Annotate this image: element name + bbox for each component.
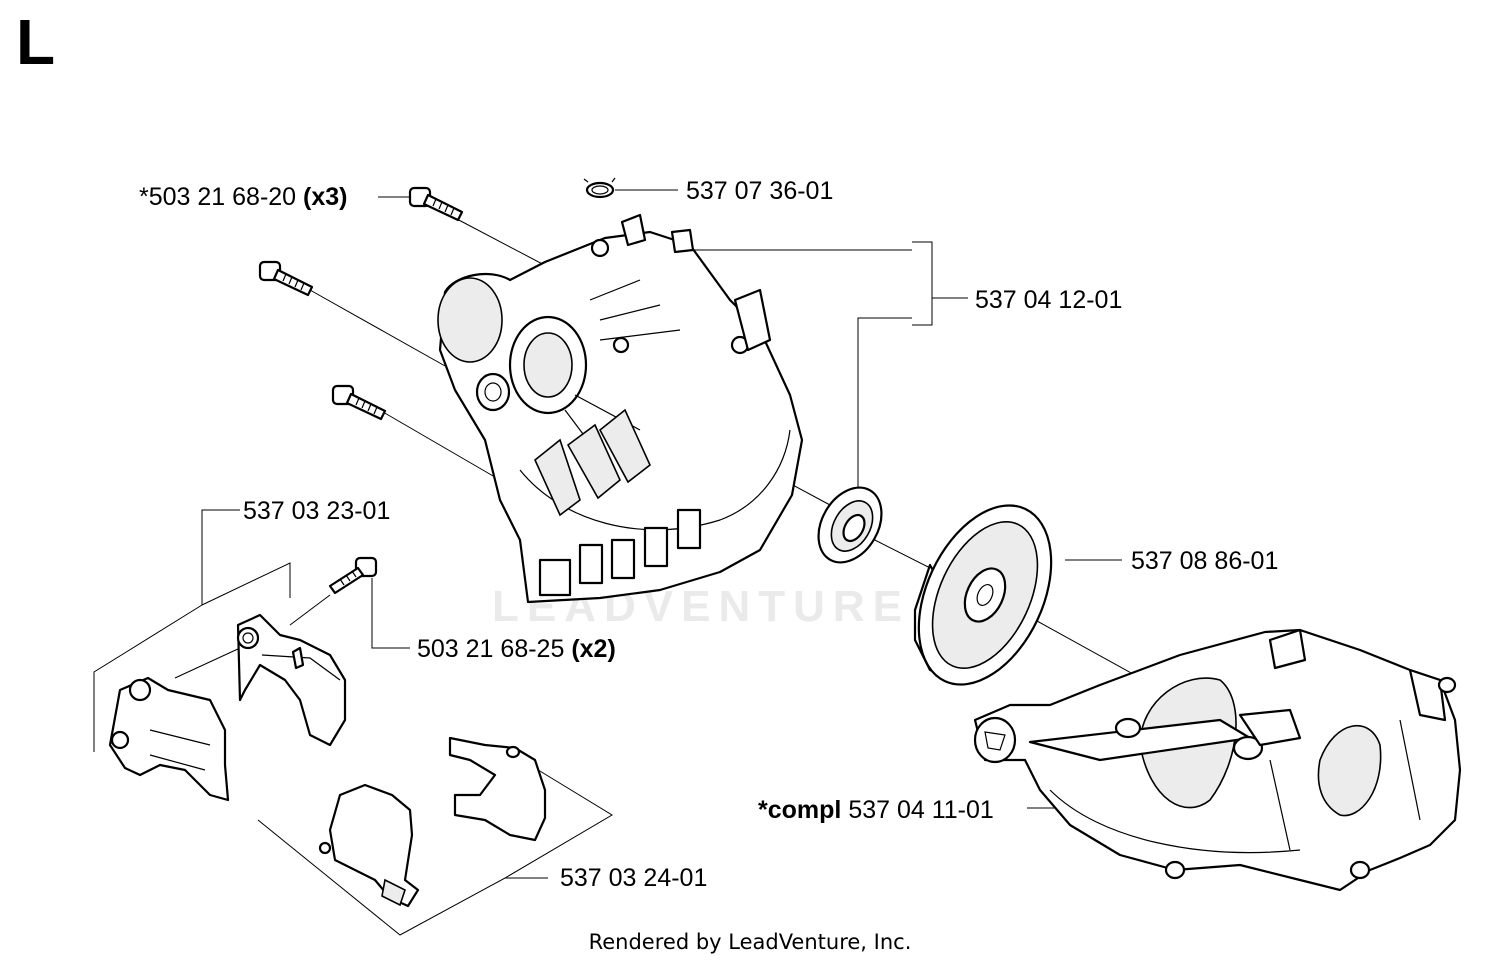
part-prefix: *compl (758, 796, 842, 824)
part-number: 537 03 23-01 (243, 497, 391, 525)
part-label-clamp-lower[interactable]: 537 03 24-01 (560, 864, 707, 892)
part-number: 537 03 24-01 (560, 864, 708, 892)
screw-icon (258, 260, 314, 297)
part-number: 537 07 36-01 (686, 177, 834, 205)
screw-icon (328, 556, 378, 595)
part-number: 537 04 11-01 (848, 796, 994, 824)
part-quantity: (x2) (571, 635, 616, 663)
part-label-screw-x3[interactable]: *503 21 68-20 (x3) (139, 183, 348, 211)
part-quantity: (x3) (303, 183, 348, 211)
crankcase-complete-icon (973, 628, 1462, 892)
part-number: 503 21 68-25 (417, 635, 565, 663)
footer-credit: Rendered by LeadVenture, Inc. (588, 930, 912, 954)
clip-icon (583, 177, 616, 199)
part-label-clip[interactable]: 537 07 36-01 (686, 177, 833, 205)
screw-icon (331, 384, 387, 421)
crankcase-half-icon (437, 213, 804, 604)
leader-lines (93, 189, 1181, 936)
part-number: 537 04 12-01 (975, 286, 1123, 314)
bearing-flange-icon (913, 504, 1053, 686)
clamp-lower-icon (318, 736, 547, 908)
part-label-clamp-upper[interactable]: 537 03 23-01 (243, 497, 390, 525)
bearing-icon (817, 486, 883, 564)
section-letter: L (16, 6, 56, 78)
screw-icon (408, 186, 464, 222)
clamp-upper-icon (108, 613, 347, 802)
part-label-bearing-flange[interactable]: 537 08 86-01 (1131, 547, 1278, 575)
part-number: 537 08 86-01 (1131, 547, 1279, 575)
part-label-crankcase-half[interactable]: 537 04 12-01 (975, 286, 1122, 314)
part-label-crankcase-complete[interactable]: *compl 537 04 11-01 (758, 796, 994, 824)
part-number: *503 21 68-20 (139, 183, 297, 211)
part-label-screw-x2[interactable]: 503 21 68-25 (x2) (417, 635, 616, 663)
